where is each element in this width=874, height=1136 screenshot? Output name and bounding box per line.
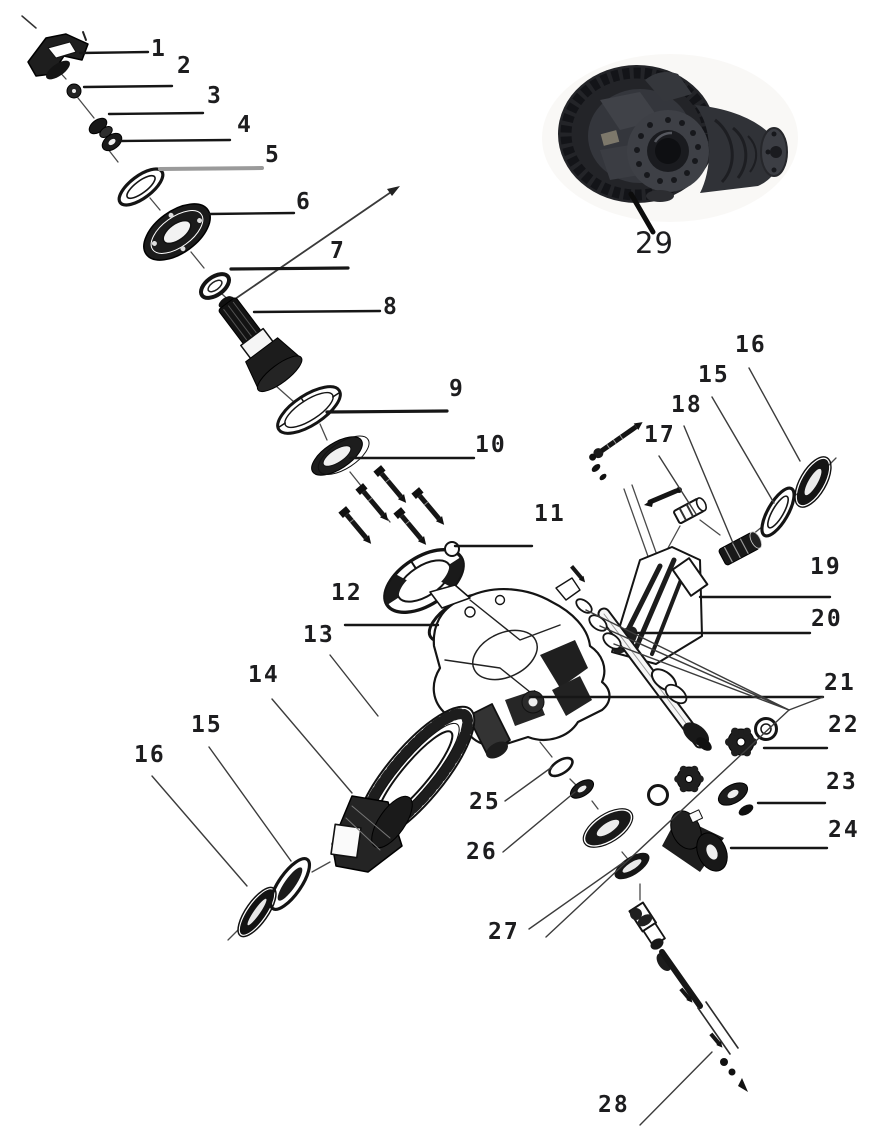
part-5-seal-ring bbox=[117, 167, 165, 207]
callout-5: 5 bbox=[265, 142, 281, 168]
part-27-bearing-cone bbox=[614, 852, 650, 880]
callout-17: 17 bbox=[644, 422, 676, 448]
callout-8: 8 bbox=[383, 294, 399, 320]
part-8-drive-pinion bbox=[218, 296, 303, 393]
part-22-spider-gears bbox=[647, 717, 778, 806]
callout-27: 27 bbox=[488, 919, 520, 945]
callout-15-left: 15 bbox=[191, 712, 223, 738]
part-15-left-ring bbox=[268, 857, 312, 911]
part-17-sleeve bbox=[673, 497, 707, 525]
assembly-direction-arrow bbox=[226, 186, 400, 306]
part-27-oil-seal bbox=[582, 808, 634, 848]
part-15-right-ring bbox=[760, 486, 796, 538]
callout-11: 11 bbox=[534, 501, 566, 527]
callout-20: 20 bbox=[811, 606, 843, 632]
part-3-washer bbox=[88, 117, 113, 139]
callout-14: 14 bbox=[248, 662, 280, 688]
callout-26: 26 bbox=[466, 839, 498, 865]
part-7-ring bbox=[199, 272, 231, 300]
part-25-o-ring bbox=[548, 756, 574, 778]
callout-3: 3 bbox=[207, 83, 223, 109]
adjusting-bolt bbox=[589, 422, 643, 481]
callout-4: 4 bbox=[237, 112, 253, 138]
part-23-washers bbox=[717, 782, 754, 816]
callout-12: 12 bbox=[331, 580, 363, 606]
part-16-left-bearing bbox=[237, 886, 277, 938]
part-10-bearing bbox=[311, 435, 370, 476]
callout-23: 23 bbox=[826, 769, 858, 795]
part-1-flange-yoke bbox=[21, 15, 89, 80]
callout-25: 25 bbox=[469, 789, 501, 815]
part-14-diff-case-half bbox=[330, 795, 413, 873]
part-24-side-gear bbox=[662, 809, 728, 872]
part-28-ujoint-shaft bbox=[628, 901, 748, 1092]
callout-10: 10 bbox=[475, 432, 507, 458]
part-26-washer bbox=[569, 779, 595, 799]
photo-assembled-differential bbox=[542, 54, 798, 222]
callout-13: 13 bbox=[303, 622, 335, 648]
part-16-right-bearing bbox=[794, 456, 832, 508]
callout-9: 9 bbox=[449, 376, 465, 402]
carrier-housing bbox=[429, 565, 611, 759]
callout-16-left: 16 bbox=[134, 742, 166, 768]
callout-18: 18 bbox=[671, 392, 703, 418]
part-11-bearing-cap bbox=[383, 541, 465, 614]
callout-16-right: 16 bbox=[735, 332, 767, 358]
part-9-gasket-ring bbox=[276, 385, 342, 435]
callout-2: 2 bbox=[177, 53, 193, 79]
callout-6: 6 bbox=[296, 189, 312, 215]
part-6-companion-flange bbox=[143, 203, 211, 261]
callout-22: 22 bbox=[828, 712, 860, 738]
leader-lines bbox=[78, 50, 832, 1126]
part-19-diff-case bbox=[611, 546, 709, 665]
part-18-roller-bearing bbox=[718, 531, 762, 566]
callout-29: 29 bbox=[635, 226, 674, 260]
callout-15-right: 15 bbox=[698, 362, 730, 388]
part-4-washer bbox=[101, 132, 123, 152]
carrier-bolts bbox=[338, 465, 445, 545]
callout-19: 19 bbox=[810, 554, 842, 580]
callout-28: 28 bbox=[598, 1092, 630, 1118]
callout-1: 1 bbox=[151, 36, 167, 62]
callout-7: 7 bbox=[330, 238, 346, 264]
callout-24: 24 bbox=[828, 817, 860, 843]
part-17-lock-screw bbox=[644, 487, 682, 507]
callout-21: 21 bbox=[824, 670, 856, 696]
part-2-nut bbox=[66, 83, 82, 99]
